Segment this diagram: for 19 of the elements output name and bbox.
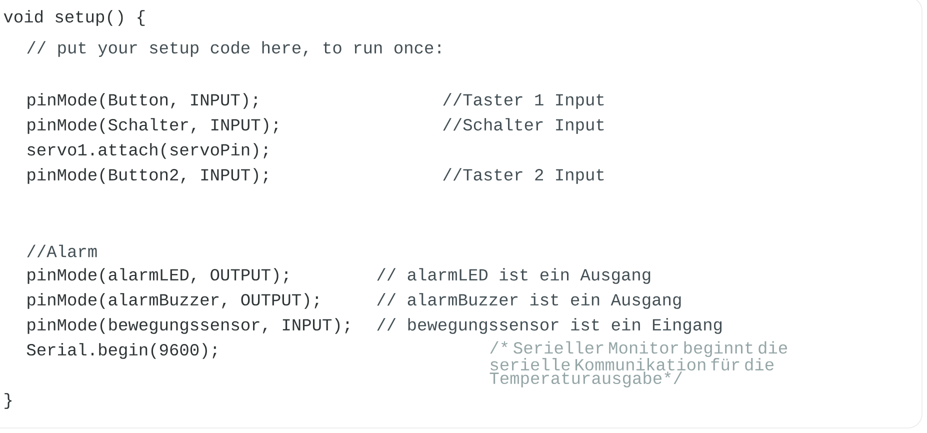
- code-comment: // alarmBuzzer ist ein Ausgang: [377, 293, 681, 309]
- code-line: pinMode(alarmBuzzer, OUTPUT);: [28, 293, 318, 309]
- code-comment: //Alarm: [27, 244, 97, 258]
- code-line: pinMode(Button2, INPUT);: [28, 168, 268, 184]
- code-comment: // bewegungssensor ist ein Eingang: [377, 318, 722, 334]
- code-line: pinMode(alarmLED, OUTPUT);: [28, 268, 288, 284]
- code-comment: //Schalter Input: [443, 118, 604, 134]
- code-line: Serial.begin(9600);: [26, 343, 216, 359]
- code-line: pinMode(Schalter, INPUT);: [28, 118, 278, 134]
- code-line: servo1.attach(servoPin);: [28, 143, 268, 159]
- code-line: }: [4, 393, 12, 409]
- code-line: pinMode(Button, INPUT);: [28, 93, 258, 109]
- code-comment: /* Serieller Monitor beginnt die serielle Kommunikation für die Temperaturausgabe*/: [490, 341, 787, 388]
- code-line: pinMode(bewegungssensor, INPUT);: [28, 318, 349, 334]
- code-comment: // put your setup code here, to run once:: [27, 41, 440, 57]
- code-comment: //Taster 1 Input: [443, 93, 604, 109]
- code-line: void setup() {: [4, 10, 145, 26]
- code-comment: //Taster 2 Input: [443, 168, 604, 184]
- code-comment: // alarmLED ist ein Ausgang: [377, 268, 650, 284]
